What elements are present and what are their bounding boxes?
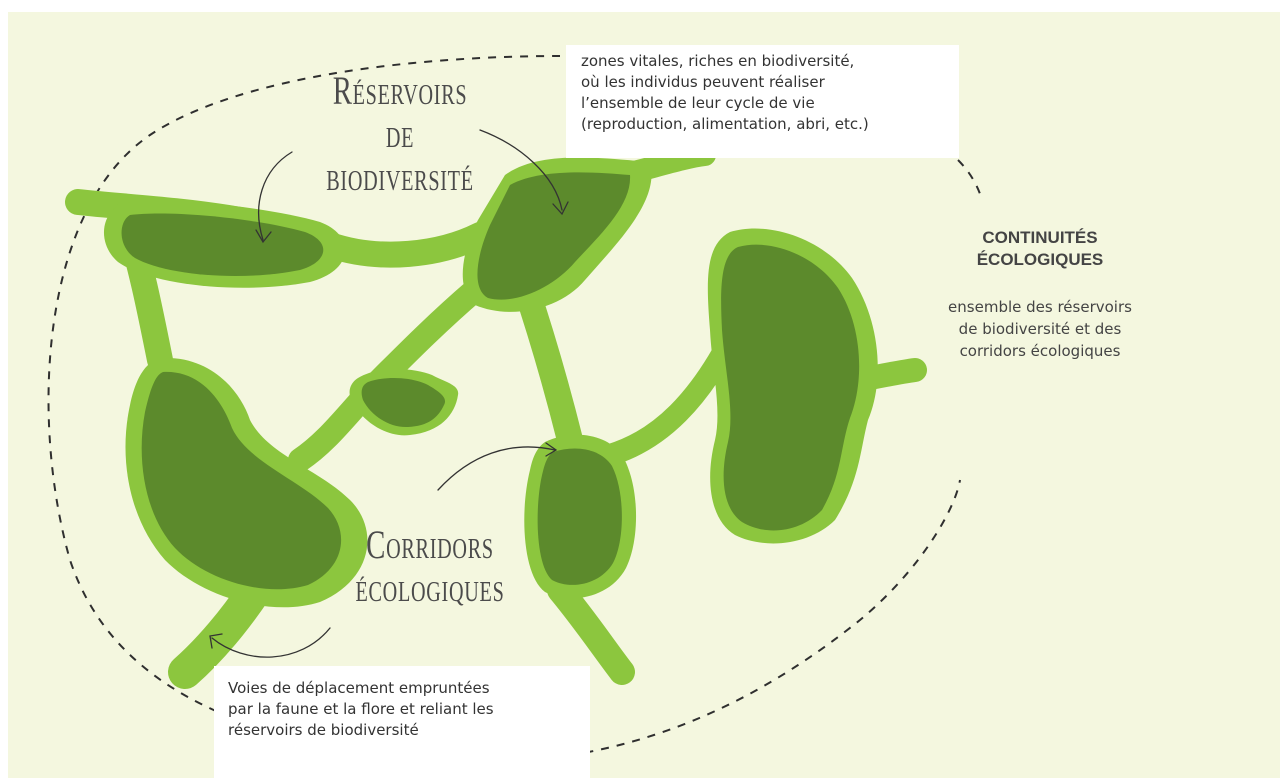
- reservoir-top-left: [121, 213, 324, 277]
- reservoirs-description-line: (reproduction, alimentation, abri, etc.): [581, 115, 869, 133]
- corridors-title-line: Corridors: [366, 522, 494, 567]
- reservoirs-title-line: de: [385, 111, 415, 156]
- reservoirs-description-line: zones vitales, riches en biodiversité,: [581, 52, 855, 70]
- corridors-title-line: écologiques: [355, 565, 505, 610]
- reservoirs-description: zones vitales, riches en biodiversité, o…: [566, 45, 959, 158]
- reservoir-top-center: [477, 172, 631, 300]
- continuites-title: CONTINUITÉS ÉCOLOGIQUES: [930, 227, 1150, 271]
- arrow-head: [552, 201, 569, 216]
- arrow-head: [255, 229, 272, 244]
- reservoir-left: [141, 371, 342, 590]
- reservoirs-title-line: Réservoirs: [332, 68, 468, 113]
- reservoirs-description-line: où les individus peuvent réaliser: [581, 73, 825, 91]
- corridors-description-line: par la faune et la flore et reliant les: [228, 700, 494, 718]
- reservoirs-title: Réservoirs de biodiversité: [292, 69, 508, 198]
- corridors-title: Corridors écologiques: [322, 523, 538, 609]
- arrow-to-top-center-reservoir: [479, 129, 563, 211]
- corridors-description-line: réservoirs de biodiversité: [228, 721, 419, 739]
- arrow-to-corridor-bottom-left: [211, 627, 331, 658]
- arrow-to-top-left-reservoir: [258, 151, 293, 241]
- continuites-description: ensemble des réservoirs de biodiversité …: [905, 296, 1175, 362]
- arrow-head: [209, 633, 223, 649]
- corridors-description-line: Voies de déplacement empruntées: [228, 679, 490, 697]
- reservoirs-description-line: l’ensemble de leur cycle de vie: [581, 94, 815, 112]
- arrow-to-corridor-center: [437, 446, 556, 491]
- continuites-description-line: corridors écologiques: [959, 342, 1121, 360]
- pointer-arrows: [209, 129, 569, 658]
- arrow-head: [545, 442, 558, 457]
- corridor-bottom-center: [547, 577, 635, 685]
- reservoir-right: [721, 244, 860, 531]
- continuites-description-line: de biodiversité et des: [958, 320, 1122, 338]
- reservoir-small-center: [361, 378, 446, 428]
- reservoir-bottom-center: [537, 448, 622, 585]
- continuites-boundary: [47, 55, 961, 764]
- continuites-title-line: ÉCOLOGIQUES: [976, 250, 1104, 269]
- continuites-title-line: CONTINUITÉS: [982, 228, 1098, 247]
- corridors-description: Voies de déplacement empruntées par la f…: [214, 666, 590, 778]
- reservoirs-title-line: biodiversité: [326, 154, 474, 199]
- reservoirs: [121, 172, 860, 590]
- continuites-description-line: ensemble des réservoirs: [948, 298, 1132, 316]
- continuites-boundary-upper-right: [957, 159, 983, 201]
